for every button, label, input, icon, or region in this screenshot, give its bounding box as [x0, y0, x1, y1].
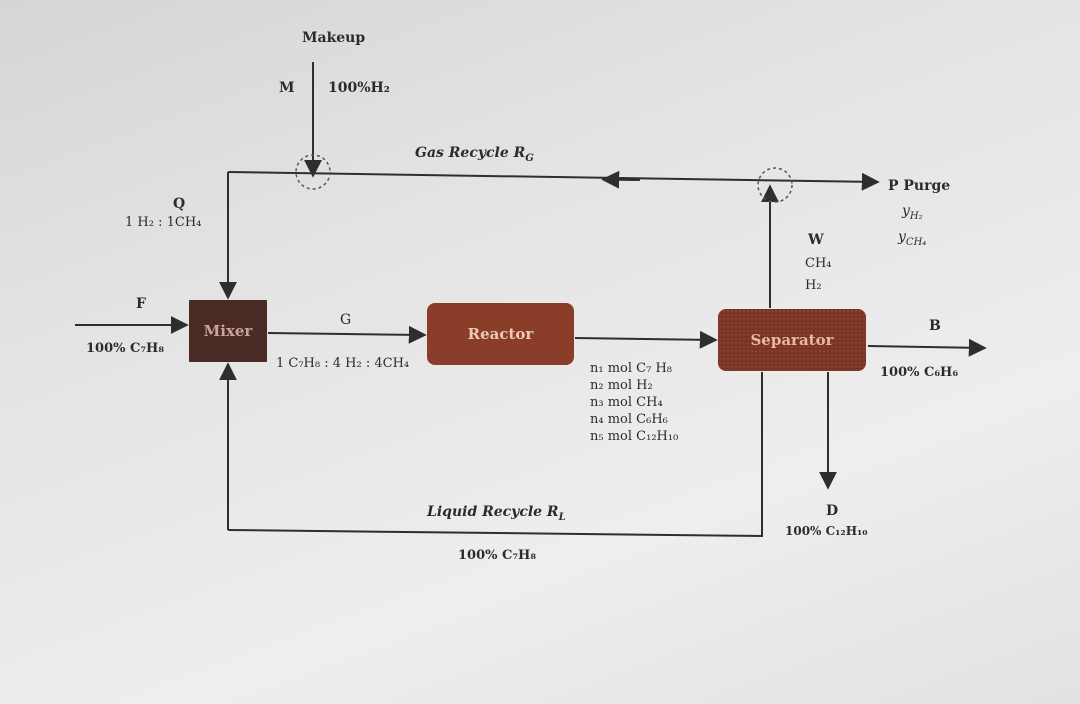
- b-stream-line: [867, 338, 987, 357]
- gas-recycle-line: [227, 171, 880, 191]
- reactor-effluent-list: n₁ mol C₇ H₈ n₂ mol H₂ n₃ mol CH₄ n₄ mol…: [590, 360, 678, 445]
- g-stream-line: [267, 325, 427, 344]
- liquid-recycle-line: [227, 372, 763, 538]
- gas-recycle-direction: [601, 170, 641, 189]
- effluent-n1: n₁ mol C₇ H₈: [590, 361, 672, 376]
- d-composition: 100% C₁₂H₁₀: [785, 524, 868, 538]
- q-letter: Q: [173, 196, 186, 212]
- makeup-junction-symbol: [295, 154, 331, 190]
- effluent-n5: n₅ mol C₁₂H₁₀: [590, 429, 679, 444]
- reactor-unit: Reactor: [427, 303, 574, 365]
- purge-junction-symbol: [757, 167, 793, 203]
- liquid-recycle-label: Liquid Recycle RL: [427, 504, 566, 523]
- liquid-recycle-composition: 100% C₇H₈: [458, 548, 537, 563]
- purge-y-h2: yH₂: [902, 203, 923, 222]
- w-h2: H₂: [805, 278, 822, 293]
- mixer-label: Mixer: [203, 322, 253, 340]
- d-letter: D: [826, 503, 839, 519]
- w-ch4: CH₄: [805, 256, 832, 271]
- purge-label: P Purge: [888, 178, 951, 194]
- reactor-effluent-line: [574, 330, 718, 349]
- effluent-n4: n₄ mol C₆H₆: [590, 412, 668, 427]
- makeup-composition: 100%H₂: [328, 80, 390, 96]
- reactor-label: Reactor: [467, 325, 534, 343]
- mixer-unit: Mixer: [189, 300, 267, 362]
- makeup-letter: M: [279, 80, 295, 96]
- f-composition: 100% C₇H₈: [86, 341, 165, 356]
- g-composition: 1 C₇H₈ : 4 H₂ : 4CH₄: [276, 356, 410, 371]
- effluent-n3: n₃ mol CH₄: [590, 395, 663, 410]
- g-letter: G: [340, 312, 352, 328]
- q-composition: 1 H₂ : 1CH₄: [125, 215, 202, 230]
- separator-label: Separator: [750, 331, 834, 349]
- b-letter: B: [929, 318, 941, 334]
- purge-y-ch4: yCH₄: [898, 229, 927, 248]
- b-composition: 100% C₆H₆: [880, 365, 959, 380]
- gas-recycle-label: Gas Recycle RG: [415, 145, 534, 164]
- f-letter: F: [136, 296, 146, 312]
- w-letter: W: [808, 232, 824, 248]
- effluent-n2: n₂ mol H₂: [590, 378, 653, 393]
- makeup-title: Makeup: [302, 30, 366, 46]
- separator-unit: Separator: [718, 309, 866, 371]
